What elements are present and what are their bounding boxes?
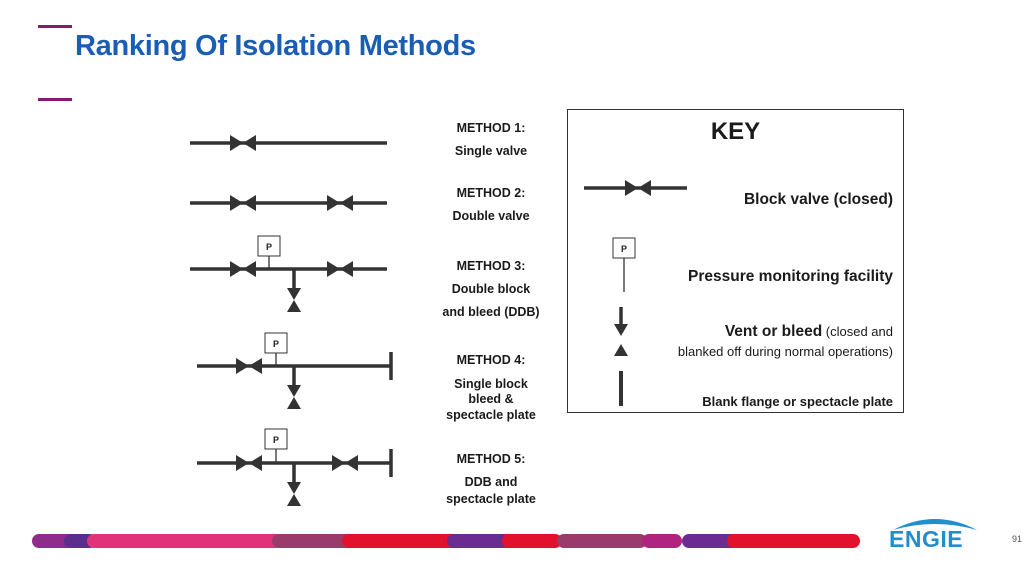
key-pressure-icon: P bbox=[612, 237, 636, 292]
method-1-line-1: Single valve bbox=[454, 144, 528, 158]
method-3-bleed bbox=[287, 269, 301, 312]
method-4-label: METHOD 4: Single block bleed & spectacle… bbox=[420, 353, 562, 423]
method-3-pressure-gauge: P bbox=[257, 235, 281, 269]
method-4-heading: METHOD 4: bbox=[456, 353, 526, 367]
key-vent-label: Vent or bleed (closed and blanked off du… bbox=[678, 321, 893, 362]
method-5-line-2: spectacle plate bbox=[446, 492, 536, 506]
page-number: 91 bbox=[1012, 534, 1023, 544]
method-2-heading: METHOD 2: bbox=[456, 186, 526, 200]
method-5-pressure-gauge: P bbox=[264, 428, 288, 463]
logo-arc-icon bbox=[893, 519, 977, 530]
decorative-color-bar bbox=[32, 534, 860, 548]
method-5-valve-2 bbox=[332, 455, 358, 471]
method-4-valve bbox=[236, 358, 262, 374]
method-5-bleed bbox=[287, 463, 301, 506]
method-5-label: METHOD 5: DDB and spectacle plate bbox=[420, 452, 562, 507]
bar-segment bbox=[642, 534, 682, 548]
logo-text: ENGIE bbox=[889, 526, 964, 552]
engie-logo: ENGIE bbox=[885, 514, 985, 554]
method-1-label: METHOD 1: Single valve bbox=[420, 121, 562, 159]
svg-text:P: P bbox=[273, 435, 279, 445]
bar-segment bbox=[557, 534, 647, 548]
bar-segment bbox=[447, 534, 509, 548]
method-5-valve-1 bbox=[236, 455, 262, 471]
bar-segment bbox=[272, 534, 352, 548]
method-4-pressure-gauge: P bbox=[264, 332, 288, 366]
method-5-line-1: DDB and bbox=[464, 475, 518, 489]
method-3-valve-1 bbox=[230, 261, 256, 277]
method-2-valve-2 bbox=[327, 195, 353, 211]
method-3-line-1: Double block bbox=[451, 282, 531, 296]
bar-segment bbox=[727, 534, 860, 548]
method-3-heading: METHOD 3: bbox=[456, 259, 526, 273]
key-pressure-label: Pressure monitoring facility bbox=[688, 268, 893, 285]
method-1-valve bbox=[230, 135, 256, 151]
key-vent-line-2: blanked off during normal operations) bbox=[677, 344, 893, 360]
bar-segment bbox=[502, 534, 562, 548]
method-4-bleed bbox=[287, 366, 301, 409]
isolation-diagrams: P P P bbox=[190, 135, 393, 506]
method-4-line-3: spectacle plate bbox=[446, 408, 536, 422]
method-2-line-1: Double valve bbox=[452, 209, 530, 223]
key-block-valve-label: Block valve (closed) bbox=[743, 191, 893, 208]
key-box: KEY P Block valve (closed) Pressure moni… bbox=[567, 109, 904, 413]
method-2-valve-1 bbox=[230, 195, 256, 211]
key-blank-flange-label: Blank flange or spectacle plate bbox=[702, 394, 893, 409]
svg-text:P: P bbox=[621, 244, 627, 254]
svg-text:P: P bbox=[266, 242, 272, 252]
key-vent-icon bbox=[614, 307, 628, 356]
key-vent-bold: Vent or bleed bbox=[724, 323, 823, 340]
accent-line-bottom bbox=[38, 98, 72, 101]
accent-line-top bbox=[38, 25, 72, 28]
method-1-heading: METHOD 1: bbox=[456, 121, 526, 135]
method-3-valve-2 bbox=[327, 261, 353, 277]
key-symbols: P bbox=[584, 180, 687, 406]
key-title: KEY bbox=[710, 118, 761, 145]
key-vent-rest: (closed and bbox=[822, 324, 893, 339]
method-3-line-2: and bleed (DDB) bbox=[442, 305, 540, 319]
page-title: Ranking Of Isolation Methods bbox=[75, 30, 476, 62]
method-4-line-2: bleed & bbox=[468, 392, 514, 406]
method-5-heading: METHOD 5: bbox=[456, 452, 526, 466]
key-block-valve-icon bbox=[625, 180, 651, 196]
method-4-line-1: Single block bbox=[454, 377, 528, 391]
method-2-label: METHOD 2: Double valve bbox=[420, 186, 562, 224]
method-3-label: METHOD 3: Double block and bleed (DDB) bbox=[420, 259, 562, 320]
svg-text:P: P bbox=[273, 339, 279, 349]
